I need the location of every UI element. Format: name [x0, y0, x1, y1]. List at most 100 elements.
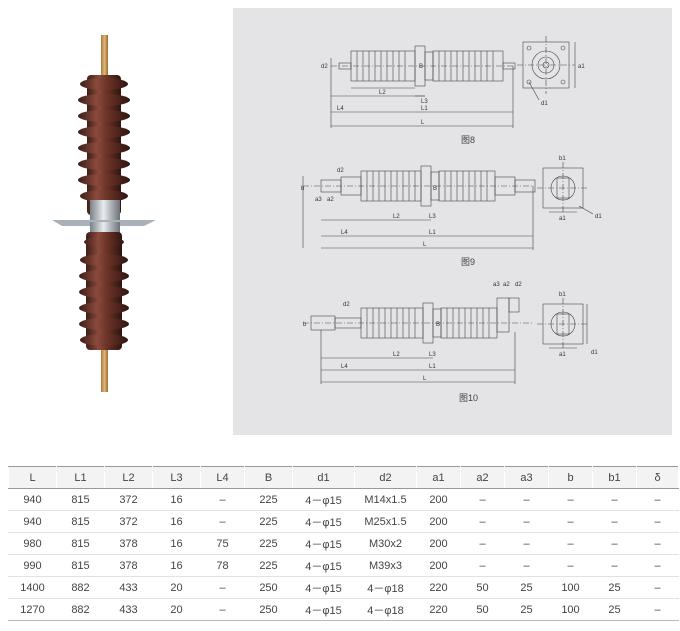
figure-10-labels: d2 d2 a3 a2 b B L2 L3 L4 L1 L b1 a1 d1 图… — [303, 282, 598, 403]
fig9-label-b1: b1 — [559, 156, 566, 162]
fig10-label-a2: a2 — [503, 282, 510, 288]
table-cell: 4－φ15 — [292, 532, 355, 555]
table-cell: – — [636, 576, 679, 599]
table-cell: 50 — [460, 598, 505, 621]
table-cell: 815 — [56, 488, 105, 511]
table-cell: M39x3 — [354, 554, 417, 577]
table-cell: 250 — [244, 576, 293, 599]
table-cell: 882 — [56, 576, 105, 599]
table-header-row: L L1 L2 L3 L4 B d1 d2 a1 a2 a3 b b1 δ — [8, 466, 679, 489]
fig10-label-L2: L2 — [393, 352, 400, 358]
column-header: L — [8, 466, 57, 489]
table-cell: – — [636, 510, 679, 533]
table-cell: – — [592, 532, 637, 555]
table-cell: 25 — [504, 598, 549, 621]
table-row: 990 815 378 16 78 225 4－φ15 M39x3 200 – … — [8, 554, 679, 577]
fig8-label-L1: L1 — [421, 106, 428, 112]
table-cell: – — [460, 488, 505, 511]
table-cell: 378 — [104, 554, 153, 577]
fig8-label-L: L — [421, 120, 425, 126]
fig8-label-B: B — [419, 64, 423, 70]
table-cell: – — [460, 532, 505, 555]
table-row: 940 815 372 16 – 225 4－φ15 M14x1.5 200 –… — [8, 488, 679, 511]
fig8-label-L4: L4 — [337, 106, 344, 112]
table-cell: 16 — [152, 532, 201, 555]
table-cell: 225 — [244, 488, 293, 511]
table-cell: – — [636, 554, 679, 577]
fig9-label-B: B — [433, 186, 437, 192]
spec-table: L L1 L2 L3 L4 B d1 d2 a1 a2 a3 b b1 δ 94… — [8, 466, 679, 621]
table-cell: 25 — [592, 598, 637, 621]
table-cell: M14x1.5 — [354, 488, 417, 511]
table-cell: 4－φ15 — [292, 554, 355, 577]
fig9-label-L2: L2 — [393, 214, 400, 220]
table-cell: 25 — [504, 576, 549, 599]
column-header: L1 — [56, 466, 105, 489]
table-cell: 50 — [460, 576, 505, 599]
table-cell: 250 — [244, 598, 293, 621]
table-cell: 940 — [8, 488, 57, 511]
table-cell: 433 — [104, 598, 153, 621]
table-cell: 4－φ18 — [354, 598, 417, 621]
table-cell: – — [592, 510, 637, 533]
table-cell: – — [460, 554, 505, 577]
fig10-label-L4: L4 — [341, 364, 348, 370]
table-cell: 200 — [416, 510, 461, 533]
fig9-label-a2: a2 — [327, 197, 334, 203]
table-cell: 75 — [200, 532, 245, 555]
table-cell: – — [200, 488, 245, 511]
table-cell: 16 — [152, 510, 201, 533]
fig9-label-b: b — [301, 186, 305, 192]
table-cell: – — [460, 510, 505, 533]
fig8-label-L3: L3 — [421, 99, 428, 105]
table-cell: 220 — [416, 576, 461, 599]
dimension-drawings: d2 B L2 L3 L4 L1 L a1 d1 图8 — [301, 36, 602, 403]
figure-8 — [330, 36, 576, 128]
table-cell: 20 — [152, 576, 201, 599]
table-row: 1270 882 433 20 – 250 4－φ15 4－φ18 220 50… — [8, 598, 679, 621]
column-header: a3 — [504, 466, 549, 489]
table-cell: 100 — [548, 576, 593, 599]
table-row: 980 815 378 16 75 225 4－φ15 M30x2 200 – … — [8, 532, 679, 555]
table-cell: 4－φ15 — [292, 510, 355, 533]
figure-9 — [302, 162, 594, 250]
figure-10 — [303, 297, 589, 384]
fig10-label-L1: L1 — [429, 364, 436, 370]
figure-9-caption: 图9 — [461, 257, 475, 267]
table-cell: – — [504, 532, 549, 555]
figure-8-caption: 图8 — [461, 135, 475, 145]
table-row: 1400 882 433 20 – 250 4－φ15 4－φ18 220 50… — [8, 576, 679, 599]
column-header: δ — [636, 466, 679, 489]
table-row: 940 815 372 16 – 225 4－φ15 M25x1.5 200 –… — [8, 510, 679, 533]
table-cell: 100 — [548, 598, 593, 621]
fig8-label-d1: d1 — [541, 101, 548, 107]
fig9-label-a1: a1 — [559, 216, 566, 222]
table-cell: 372 — [104, 510, 153, 533]
column-header: a1 — [416, 466, 461, 489]
fig9-label-d1: d1 — [595, 214, 602, 220]
table-cell: – — [200, 576, 245, 599]
table-cell: – — [636, 488, 679, 511]
fig9-label-L3: L3 — [429, 214, 436, 220]
fig8-label-L2: L2 — [379, 90, 386, 96]
figure-8-labels: d2 B L2 L3 L4 L1 L a1 d1 图8 — [321, 64, 585, 145]
fig9-label-L1: L1 — [429, 230, 436, 236]
fig9-label-L: L — [423, 242, 427, 248]
fig9-label-L4: L4 — [341, 230, 348, 236]
column-header: L4 — [200, 466, 245, 489]
table-cell: 815 — [56, 532, 105, 555]
table-cell: 980 — [8, 532, 57, 555]
fig10-label-b: b — [303, 322, 307, 328]
table-cell: 815 — [56, 554, 105, 577]
fig10-label-a3: a3 — [493, 282, 500, 288]
table-cell: 378 — [104, 532, 153, 555]
table-cell: 372 — [104, 488, 153, 511]
table-cell: 882 — [56, 598, 105, 621]
table-cell: – — [504, 488, 549, 511]
table-cell: – — [504, 554, 549, 577]
table-cell: 4－φ18 — [354, 576, 417, 599]
table-cell: 1400 — [8, 576, 57, 599]
column-header: b — [548, 466, 593, 489]
table-cell: 16 — [152, 554, 201, 577]
table-cell: M25x1.5 — [354, 510, 417, 533]
